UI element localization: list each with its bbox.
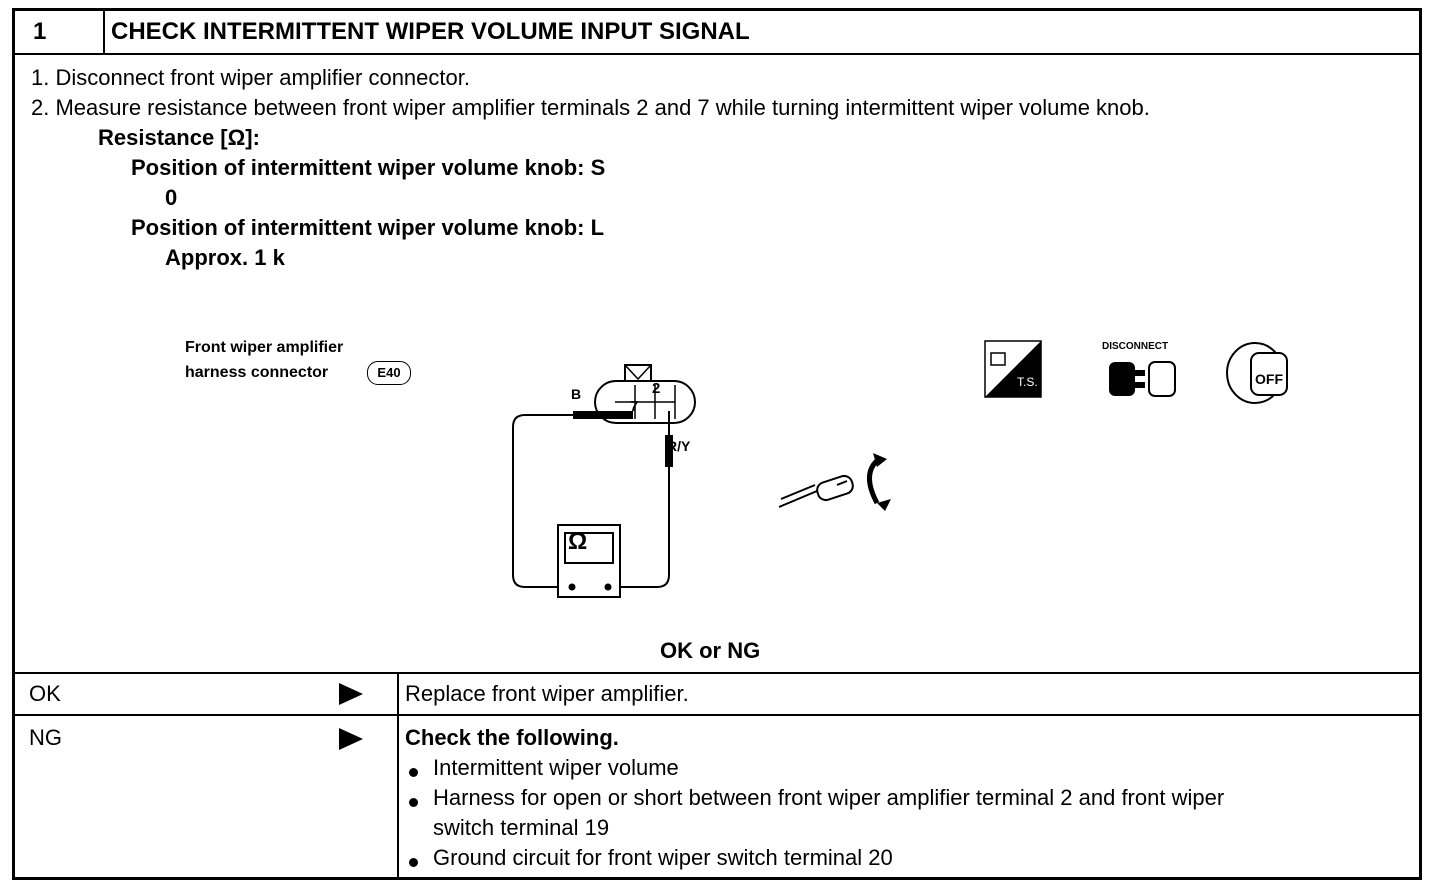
results-column-divider — [397, 672, 399, 880]
ts-icon-label: T.S. — [1017, 375, 1038, 389]
wiring-diagram — [512, 364, 696, 598]
connector-caption-line1: Front wiper amplifier — [185, 339, 344, 356]
header-divider — [15, 53, 1419, 55]
wire-b-label: B — [571, 386, 582, 402]
ok-label: OK — [29, 681, 61, 706]
ng-label: NG — [29, 725, 62, 750]
connector-caption-line2: harness connector — [185, 364, 329, 381]
ignition-off-label: OFF — [1255, 371, 1283, 387]
ng-action-title: Check the following. — [405, 725, 619, 750]
knob-l-value: Approx. 1 k — [165, 245, 285, 270]
ok-action: Replace front wiper amplifier. — [405, 681, 689, 706]
probe-ry — [665, 435, 673, 467]
ng-item-3: Ground circuit for front wiper switch te… — [433, 845, 893, 870]
step-title: CHECK INTERMITTENT WIPER VOLUME INPUT SI… — [111, 18, 750, 45]
header-column-divider — [103, 11, 105, 53]
disconnect-icon-label: DISCONNECT — [1102, 341, 1169, 352]
ohmmeter-symbol: Ω — [568, 528, 588, 555]
ignition-off-icon — [1226, 342, 1288, 404]
ohmmeter-display — [564, 532, 614, 564]
connector-code-badge: E40 — [367, 361, 411, 385]
knob-s-value: 0 — [165, 185, 178, 210]
step-number: 1 — [33, 18, 47, 45]
ng-bullet-icon — [409, 858, 418, 867]
wire-right — [610, 467, 670, 588]
terminal-7-label: 7 — [630, 398, 639, 415]
ng-item-2-continuation: switch terminal 19 — [433, 815, 610, 840]
terminal-2-label: 2 — [652, 380, 661, 397]
ng-item-1: Intermittent wiper volume — [433, 755, 679, 780]
wire-left — [512, 414, 573, 588]
disconnect-icon — [1109, 361, 1176, 397]
ng-arrow-icon — [339, 728, 363, 750]
knob-s-label: Position of intermittent wiper volume kn… — [131, 155, 606, 180]
knob-rotation-icon — [778, 453, 891, 511]
ng-bullet-icon — [409, 798, 418, 807]
resistance-label: Resistance [Ω]: — [98, 125, 260, 150]
ng-bullet-icon — [409, 768, 418, 777]
results-middle-divider — [15, 714, 1419, 716]
result-heading: OK or NG — [660, 638, 761, 663]
procedure-step-1: 1. Disconnect front wiper amplifier conn… — [31, 65, 470, 90]
connector-latch — [624, 364, 652, 382]
wire-ry-label: R/Y — [667, 438, 691, 454]
procedure-table: 1 CHECK INTERMITTENT WIPER VOLUME INPUT … — [12, 8, 1422, 880]
ok-arrow-icon — [339, 683, 363, 705]
knob-l-label: Position of intermittent wiper volume kn… — [131, 215, 605, 240]
ng-item-2: Harness for open or short between front … — [433, 785, 1225, 810]
procedure-step-2: 2. Measure resistance between front wipe… — [31, 95, 1150, 120]
probe-b — [573, 411, 633, 419]
results-top-divider — [15, 672, 1419, 674]
ts-icon — [984, 340, 1042, 398]
